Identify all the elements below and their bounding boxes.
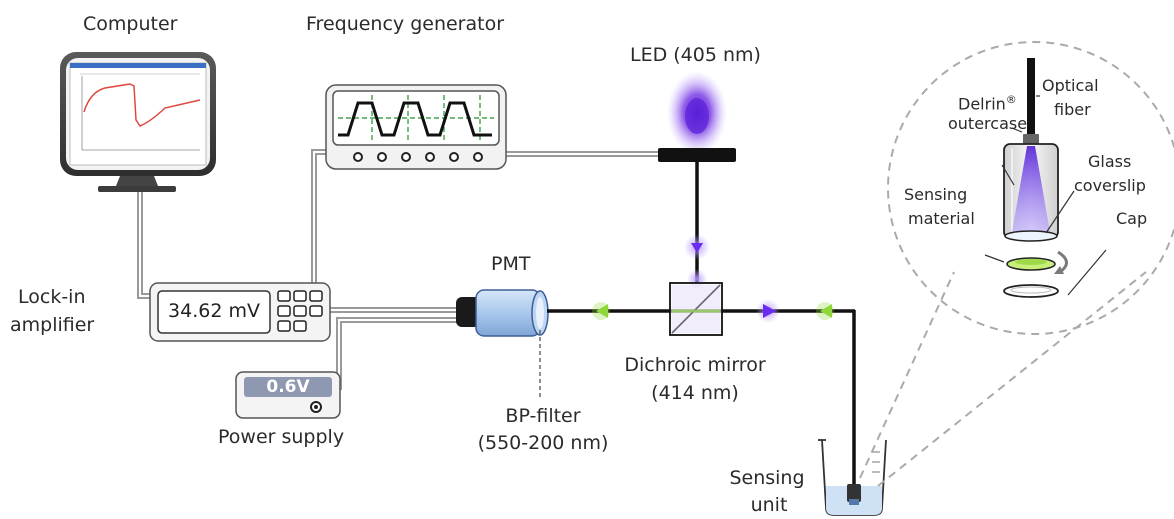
frequency-generator bbox=[325, 84, 507, 170]
cap-label: Cap bbox=[1116, 209, 1148, 228]
dichroic-mirror-label-line1: Dichroic mirror bbox=[624, 354, 766, 376]
bp-filter-label-line2: (550-200 nm) bbox=[477, 432, 609, 454]
glass-coverslip-label-line2: coverslip bbox=[1074, 176, 1146, 195]
sensing-unit-label-line2: unit bbox=[750, 494, 788, 516]
bp-filter-label-line1: BP-filter bbox=[505, 405, 581, 427]
sensing-unit-label-line1: Sensing bbox=[729, 467, 805, 489]
lockin-amplifier bbox=[149, 282, 331, 342]
power-supply bbox=[235, 371, 341, 419]
optical-path bbox=[547, 299, 856, 488]
pmt bbox=[456, 289, 549, 400]
sensing-unit bbox=[818, 439, 887, 516]
led-label: LED (405 nm) bbox=[630, 44, 761, 66]
sensing-material-label-line1: Sensing bbox=[904, 185, 968, 204]
delrin-label-line2: outercase bbox=[948, 114, 1028, 133]
power-supply-reading: 0.6V bbox=[266, 377, 310, 397]
pmt-label: PMT bbox=[491, 253, 531, 275]
computer-label: Computer bbox=[83, 13, 178, 35]
inset-callout bbox=[859, 41, 1174, 487]
lockin-label-line1: Lock-in bbox=[18, 286, 86, 308]
dichroic-mirror bbox=[669, 282, 723, 336]
power-supply-label: Power supply bbox=[218, 426, 345, 448]
frequency-generator-label: Frequency generator bbox=[306, 13, 505, 35]
lockin-reading: 34.62 mV bbox=[168, 300, 260, 322]
glass-coverslip-label-line1: Glass bbox=[1088, 152, 1132, 171]
led bbox=[658, 71, 736, 289]
delrin-label-line1: Delrin® bbox=[958, 93, 1017, 114]
computer bbox=[60, 52, 216, 192]
wires bbox=[137, 149, 660, 390]
dichroic-mirror-label-line2: (414 nm) bbox=[651, 382, 739, 404]
optical-fiber-label-line2: fiber bbox=[1054, 100, 1091, 119]
probe-inset bbox=[984, 58, 1107, 298]
sensing-material-label-line2: material bbox=[908, 209, 975, 228]
optical-fiber-label-line1: Optical bbox=[1042, 76, 1099, 95]
lockin-label-line2: amplifier bbox=[10, 314, 95, 336]
